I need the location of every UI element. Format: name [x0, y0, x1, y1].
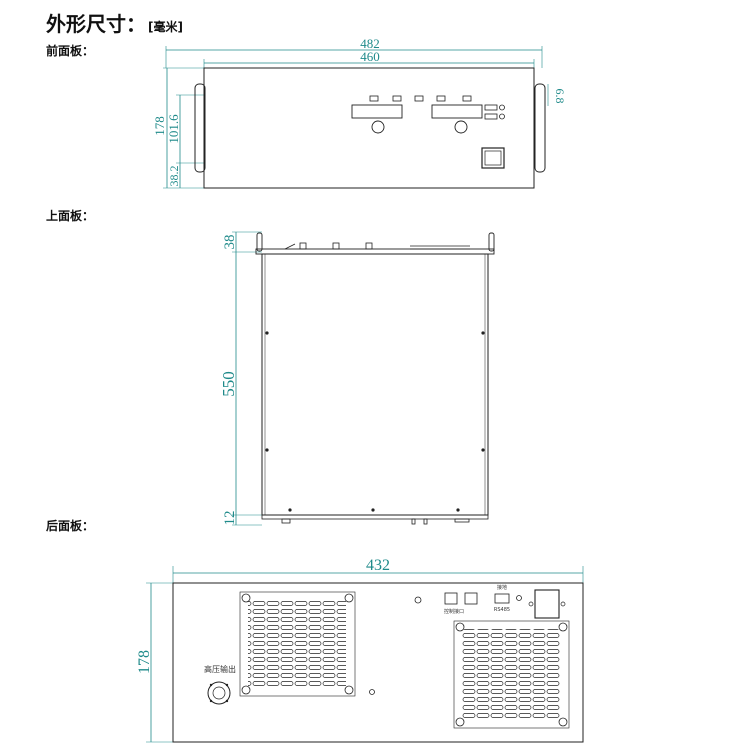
rear-vent-left	[239, 591, 356, 697]
front-overall-width-label: 482	[360, 36, 380, 51]
front-lower-label: 38.2	[167, 166, 181, 187]
front-panel-body	[203, 67, 535, 189]
rear-port2-label: RS485	[494, 607, 510, 613]
front-dim-overall-width: 482	[165, 36, 543, 68]
top-panel-view: 38 550 12	[219, 231, 495, 526]
top-depth-label: 550	[219, 371, 238, 397]
front-height-label: 178	[152, 116, 167, 136]
top-screws	[265, 331, 485, 512]
title-unit: [毫米]	[148, 20, 183, 34]
section-label-rear: 后面板：	[46, 519, 95, 533]
top-rear-connectors	[281, 518, 470, 525]
top-rear-offset-label: 12	[222, 511, 238, 526]
top-knobs	[284, 242, 470, 250]
top-rear-strip	[261, 514, 489, 520]
front-panel-view: 482 460 178 101.6 38.2 6.8	[152, 36, 567, 189]
front-body-width-label: 460	[360, 49, 380, 64]
front-power-switch	[481, 147, 505, 169]
front-knob-right	[454, 120, 468, 134]
front-display-left	[351, 104, 403, 119]
rear-rs485-port	[494, 593, 510, 604]
top-front-strip	[255, 248, 495, 255]
front-display-right	[431, 104, 483, 119]
top-body	[261, 253, 489, 516]
top-handle-left	[256, 232, 263, 252]
rear-width-label: 432	[366, 557, 390, 574]
rear-dim-width: 432	[172, 557, 584, 583]
rear-ac-inlet	[528, 589, 566, 619]
rear-ground-terminal	[414, 596, 422, 604]
front-handle-label: 6.8	[553, 89, 567, 104]
top-handle-right	[488, 232, 495, 252]
rear-port3-label: 接地	[497, 584, 507, 591]
title-text: 外形尺寸：	[46, 12, 146, 36]
top-dims: 38 550 12	[219, 231, 262, 526]
rear-control-ports	[444, 592, 478, 605]
top-front-offset-label: 38	[222, 235, 238, 250]
front-handle-right	[534, 83, 546, 173]
front-indicators	[369, 95, 472, 102]
front-knob-left	[371, 120, 385, 134]
front-dim-heights: 178 101.6 38.2	[152, 67, 204, 189]
rear-hv-connector	[207, 681, 231, 705]
front-leds	[484, 104, 505, 120]
rear-height-label: 178	[136, 650, 153, 674]
rear-panel-view: 432 178 高压输出	[136, 557, 584, 743]
section-label-front: 前面板：	[46, 44, 95, 58]
rear-hv-output-label: 高压输出	[204, 664, 236, 674]
rear-small-hole	[369, 689, 375, 695]
rear-panel-body	[172, 582, 584, 743]
page-title: 外形尺寸：[毫米]	[46, 8, 183, 37]
rear-port1-label: 控制接口	[444, 608, 464, 615]
front-dim-body-width: 460	[203, 49, 535, 72]
rear-dim-height: 178	[136, 582, 173, 743]
rear-vent-right	[453, 620, 570, 729]
front-upper-label: 101.6	[166, 114, 181, 144]
section-label-top: 上面板：	[46, 209, 95, 223]
front-handle-left	[194, 83, 206, 173]
